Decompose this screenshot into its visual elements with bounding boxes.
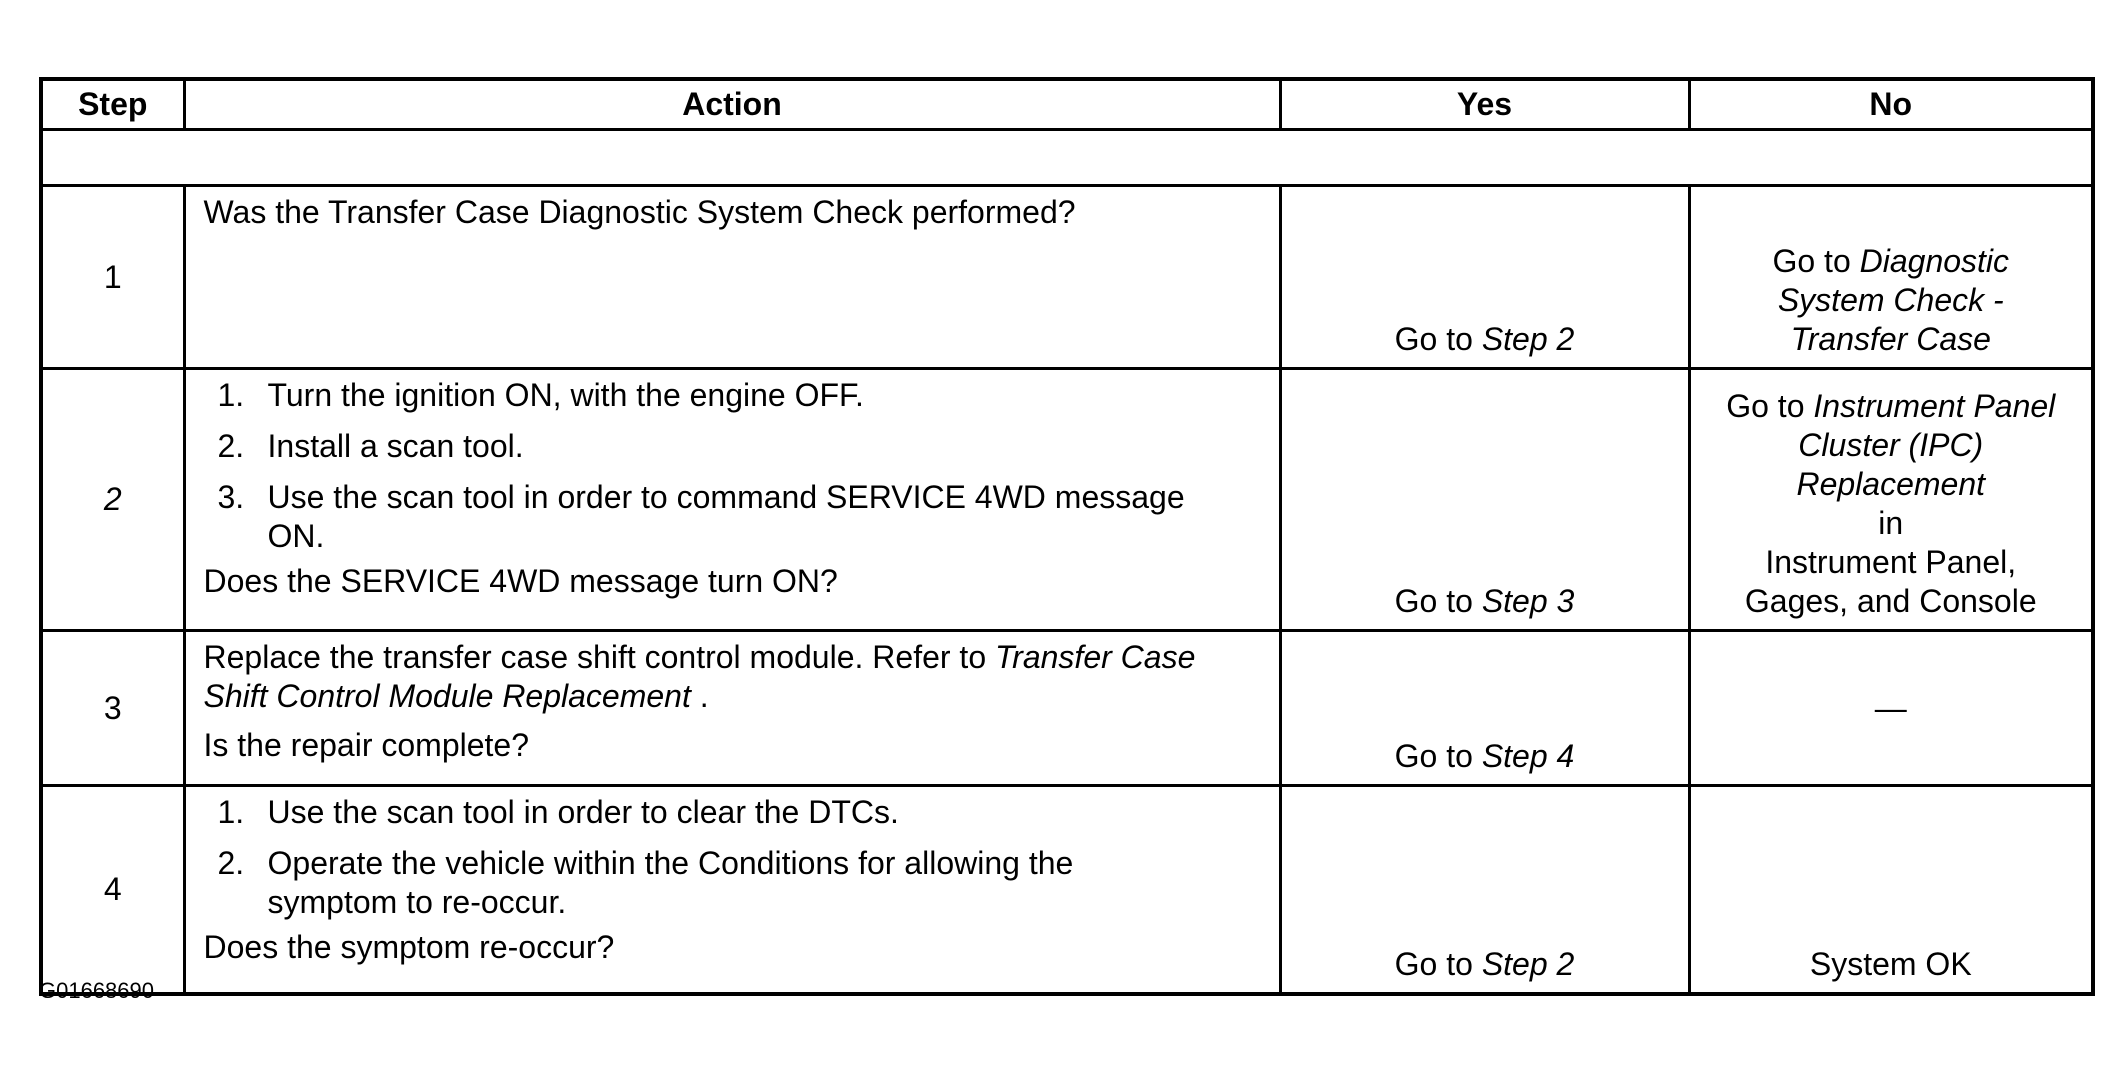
no-cell: System OK [1687, 784, 2095, 996]
no-prefix: Go to [1772, 243, 1860, 279]
no-reference-link[interactable]: Diagnostic System Check - Transfer Case [1777, 243, 2010, 357]
no-cell: — [1687, 629, 2095, 787]
no-result: System OK [1809, 946, 1972, 982]
yes-prefix: Go to [1394, 738, 1482, 774]
yes-step-link[interactable]: Step 2 [1481, 946, 1575, 982]
no-manual-section: Instrument Panel, Gages, and Console [1744, 544, 2037, 619]
no-reference-link[interactable]: Instrument Panel Cluster (IPC) Replaceme… [1796, 388, 2056, 502]
list-item: 1.Use the scan tool in order to clear th… [217, 794, 899, 830]
yes-cell: Go to Step 2 [1278, 184, 1691, 370]
header-no: No [1687, 77, 2095, 131]
list-item: 2.Install a scan tool. [217, 428, 524, 464]
no-in-text: in [1878, 505, 1904, 541]
action-list: 1.Turn the ignition ON, with the engine … [204, 376, 1261, 556]
action-question: Is the repair complete? [203, 727, 530, 763]
yes-prefix: Go to [1394, 583, 1482, 619]
table-row: 4 1.Use the scan tool in order to clear … [39, 784, 2095, 996]
action-question: Does the SERVICE 4WD message turn ON? [203, 563, 838, 599]
yes-step-link[interactable]: Step 2 [1481, 321, 1575, 357]
header-row: Step Action Yes No [39, 77, 2095, 131]
list-item: 1.Turn the ignition ON, with the engine … [217, 377, 864, 413]
header-yes: Yes [1278, 77, 1691, 131]
step-number: 3 [39, 629, 186, 787]
yes-cell: Go to Step 4 [1278, 629, 1691, 787]
yes-step-link[interactable]: Step 4 [1481, 738, 1575, 774]
yes-cell: Go to Step 2 [1278, 784, 1691, 996]
step-number: 4 [39, 784, 186, 996]
yes-prefix: Go to [1394, 946, 1482, 982]
action-cell: 1.Turn the ignition ON, with the engine … [182, 367, 1282, 632]
table-row: 3 Replace the transfer case shift contro… [39, 629, 2095, 787]
procedure-link[interactable]: Transfer Case Shift Control Module Repla… [203, 639, 1196, 714]
action-cell: 1.Use the scan tool in order to clear th… [182, 784, 1282, 996]
yes-step-link[interactable]: Step 3 [1481, 583, 1575, 619]
action-question: Was the Transfer Case Diagnostic System … [203, 194, 1076, 230]
table-row: 1 Was the Transfer Case Diagnostic Syste… [39, 184, 2095, 370]
header-action: Action [182, 77, 1282, 131]
table-row: 2 1.Turn the ignition ON, with the engin… [39, 367, 2095, 632]
list-item: 3.Use the scan tool in order to command … [217, 479, 1185, 554]
no-prefix: Go to [1726, 388, 1814, 424]
no-cell: Go to Instrument Panel Cluster (IPC) Rep… [1687, 367, 2095, 632]
header-step: Step [39, 77, 186, 131]
step-number: 1 [39, 184, 186, 370]
no-cell: Go to Diagnostic System Check - Transfer… [1687, 184, 2095, 370]
step-number: 2 [39, 367, 186, 632]
action-list: 1.Use the scan tool in order to clear th… [204, 793, 1261, 922]
action-cell: Replace the transfer case shift control … [182, 629, 1282, 787]
action-cell: Was the Transfer Case Diagnostic System … [182, 184, 1282, 370]
action-text: Replace the transfer case shift control … [203, 639, 1196, 714]
list-item: 2.Operate the vehicle within the Conditi… [217, 845, 1074, 920]
blank-row [39, 128, 2095, 187]
figure-id: G01668690 [39, 978, 154, 1003]
yes-prefix: Go to [1394, 321, 1482, 357]
yes-cell: Go to Step 3 [1278, 367, 1691, 632]
no-dash: — [1874, 689, 1907, 726]
action-question: Does the symptom re-occur? [203, 929, 615, 965]
diagnostic-table: Step Action Yes No 1 Was the Transfer Ca… [39, 77, 2095, 996]
